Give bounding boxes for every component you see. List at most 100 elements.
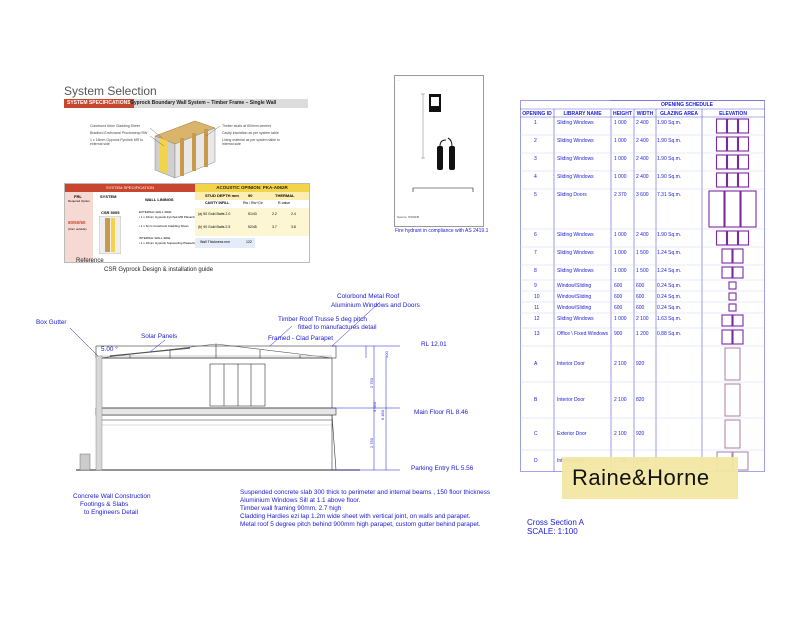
window-elevation-pane bbox=[715, 136, 728, 152]
schedule-cell-id: A bbox=[534, 361, 538, 367]
spec-note-left-1: Colorbond 6mm Cladding Sheet bbox=[90, 124, 140, 128]
thickness-value: 122 bbox=[246, 240, 252, 244]
schedule-cell-id: 2 bbox=[534, 138, 537, 144]
window-elevation-pane bbox=[726, 172, 739, 188]
dim-900: 900 bbox=[384, 351, 389, 358]
window-elevation-pane bbox=[721, 266, 733, 279]
schedule-cell-width: 600 bbox=[636, 283, 645, 289]
frl-header-cell bbox=[65, 192, 93, 208]
concrete-label-3: to Engineers Detail bbox=[84, 509, 138, 516]
schedule-cell-width: 600 bbox=[636, 305, 645, 311]
construction-note-4: Cladding Hardies ezi lap 1.2m wide sheet… bbox=[240, 513, 471, 520]
schedule-cell-area: 1.24 Sq.m. bbox=[657, 268, 682, 274]
window-elevation-pane bbox=[740, 190, 757, 228]
schedule-cell-id: 9 bbox=[534, 283, 537, 289]
system-spec-label: SYSTEM SPECIFICATIONS bbox=[64, 99, 134, 108]
schedule-cell-area: 1.90 Sq.m. bbox=[657, 156, 682, 162]
schedule-cell-width: 2 400 bbox=[636, 232, 649, 238]
concrete-label-2: Footings & Slabs bbox=[80, 501, 129, 508]
concrete-label-1: Concrete Wall Construction bbox=[73, 493, 151, 500]
schedule-cell-area: 0.24 Sq.m. bbox=[657, 305, 682, 311]
schedule-cell-id: D bbox=[534, 458, 538, 464]
r1-row-b: 3.7 bbox=[272, 225, 277, 229]
schedule-cell-name: Interior Door bbox=[557, 397, 585, 403]
agency-watermark bbox=[562, 457, 738, 499]
stud-depth-header: STUD DEPTH mm bbox=[205, 193, 239, 198]
window-elevation-pane bbox=[737, 136, 750, 152]
wall-linings-header: WALL LININGS bbox=[145, 197, 174, 202]
schedule-cell-area: 7.31 Sq.m. bbox=[657, 192, 682, 198]
window-elevation-pane bbox=[728, 303, 737, 312]
system-header: SYSTEM bbox=[100, 194, 117, 199]
aluminium-windows-label: Aluminium Windows and Doors bbox=[331, 302, 420, 309]
schedule-cell-height: 1 000 bbox=[614, 156, 627, 162]
window-elevation-pane bbox=[726, 154, 739, 170]
window-elevation-pane bbox=[721, 248, 733, 264]
schedule-cell-width: 1 200 bbox=[636, 331, 649, 337]
lining-line-5: • 1 x 10mm Gyprock Supaceiling Plasterbo… bbox=[139, 241, 201, 245]
schedule-cell-area: 0.24 Sq.m. bbox=[657, 283, 682, 289]
window-elevation-pane bbox=[728, 281, 737, 290]
lining-line-3: • 1 x 6mm Colorbond Cladding Sheet bbox=[139, 224, 189, 228]
schedule-cell-width: 3 600 bbox=[636, 192, 649, 198]
schedule-cell-id: 11 bbox=[534, 305, 540, 311]
system-spec-table: SYSTEM SPECIFICATION ACOUSTIC OPINION: P… bbox=[64, 183, 310, 263]
schedule-cell-id: C bbox=[534, 431, 538, 437]
schedule-cell-height: 1 000 bbox=[614, 120, 627, 126]
r2-row-a: 2.4 bbox=[291, 212, 296, 216]
window-elevation-pane bbox=[721, 329, 733, 345]
window-elevation-pane bbox=[715, 172, 728, 188]
r2-row-b: 3.8 bbox=[291, 225, 296, 229]
schedule-cell-area: 1.63 Sq.m. bbox=[657, 316, 682, 322]
dim-3050: 3 050 bbox=[372, 401, 377, 412]
schedule-cell-height: 1 000 bbox=[614, 174, 627, 180]
window-elevation-pane bbox=[726, 136, 739, 152]
construction-note-1: Suspended concrete slab 300 thick to per… bbox=[240, 489, 491, 496]
window-elevation-pane bbox=[726, 118, 739, 134]
spec-note-right-2: Cavity insulation as per system table bbox=[222, 131, 279, 135]
window-elevation-pane bbox=[721, 314, 733, 327]
schedule-cell-name: Sliding Windows bbox=[557, 232, 594, 238]
schedule-cell-name: Sliding Windows bbox=[557, 156, 594, 162]
schedule-cell-id: 4 bbox=[534, 174, 537, 180]
construction-note-3: Timber wall framing 90mm, 2.7 high bbox=[240, 505, 342, 512]
schedule-cell-width: 600 bbox=[636, 294, 645, 300]
schedule-cell-height: 2 100 bbox=[614, 397, 627, 403]
schedule-cell-width: 2 400 bbox=[636, 138, 649, 144]
window-elevation-pane bbox=[708, 190, 725, 228]
section-caption-title: Cross Section A bbox=[527, 518, 584, 527]
solar-panels-label: Solar Panels bbox=[141, 333, 178, 340]
schedule-cell-name: Sliding Windows bbox=[557, 138, 594, 144]
schedule-cell-name: Exterior Door bbox=[557, 431, 587, 437]
schedule-col-height: HEIGHT bbox=[613, 111, 632, 117]
trusses-label-1: Timber Roof Trusse 5 deg pitch bbox=[278, 316, 367, 323]
window-elevation-pane bbox=[724, 190, 741, 228]
schedule-col-elevation: ELEVATION bbox=[719, 111, 747, 117]
schedule-cell-height: 1 000 bbox=[614, 250, 627, 256]
schedule-cell-id: 8 bbox=[534, 268, 537, 274]
roof-angle-label: 5.00 ° bbox=[101, 346, 118, 353]
window-elevation-pane bbox=[732, 314, 744, 327]
schedule-cell-name: Window\Sliding bbox=[557, 294, 592, 300]
schedule-cell-width: 920 bbox=[636, 361, 645, 367]
system-spec-heading: Gyprock Boundary Wall System – Timber Fr… bbox=[130, 100, 277, 106]
lining-line-4: INTERNAL WALL SIDE bbox=[139, 236, 171, 240]
window-elevation-pane bbox=[732, 266, 744, 279]
schedule-cell-area: 0.24 Sq.m. bbox=[657, 294, 682, 300]
schedule-cell-width: 1 500 bbox=[636, 268, 649, 274]
reference-text: CSR Gyprock Design & installation guide bbox=[104, 267, 214, 273]
schedule-grid bbox=[520, 100, 765, 472]
colorbond-roof-label: Colorbond Metal Roof bbox=[337, 293, 400, 300]
schedule-col-name: LIBRARY NAME bbox=[563, 111, 602, 117]
system-code: CSR 5005 bbox=[101, 210, 120, 215]
schedule-cell-id: 3 bbox=[534, 156, 537, 162]
frl-value-cell bbox=[65, 208, 93, 262]
wall-system-illustration bbox=[150, 120, 220, 179]
schedule-cell-area: 1.24 Sq.m. bbox=[657, 250, 682, 256]
frl-header: FRL bbox=[74, 194, 82, 199]
window-elevation-pane bbox=[715, 118, 728, 134]
schedule-cell-id: 6 bbox=[534, 232, 537, 238]
stud-header-cell bbox=[195, 192, 309, 200]
hydrant-diagram bbox=[412, 93, 474, 192]
window-elevation-pane bbox=[732, 248, 744, 264]
